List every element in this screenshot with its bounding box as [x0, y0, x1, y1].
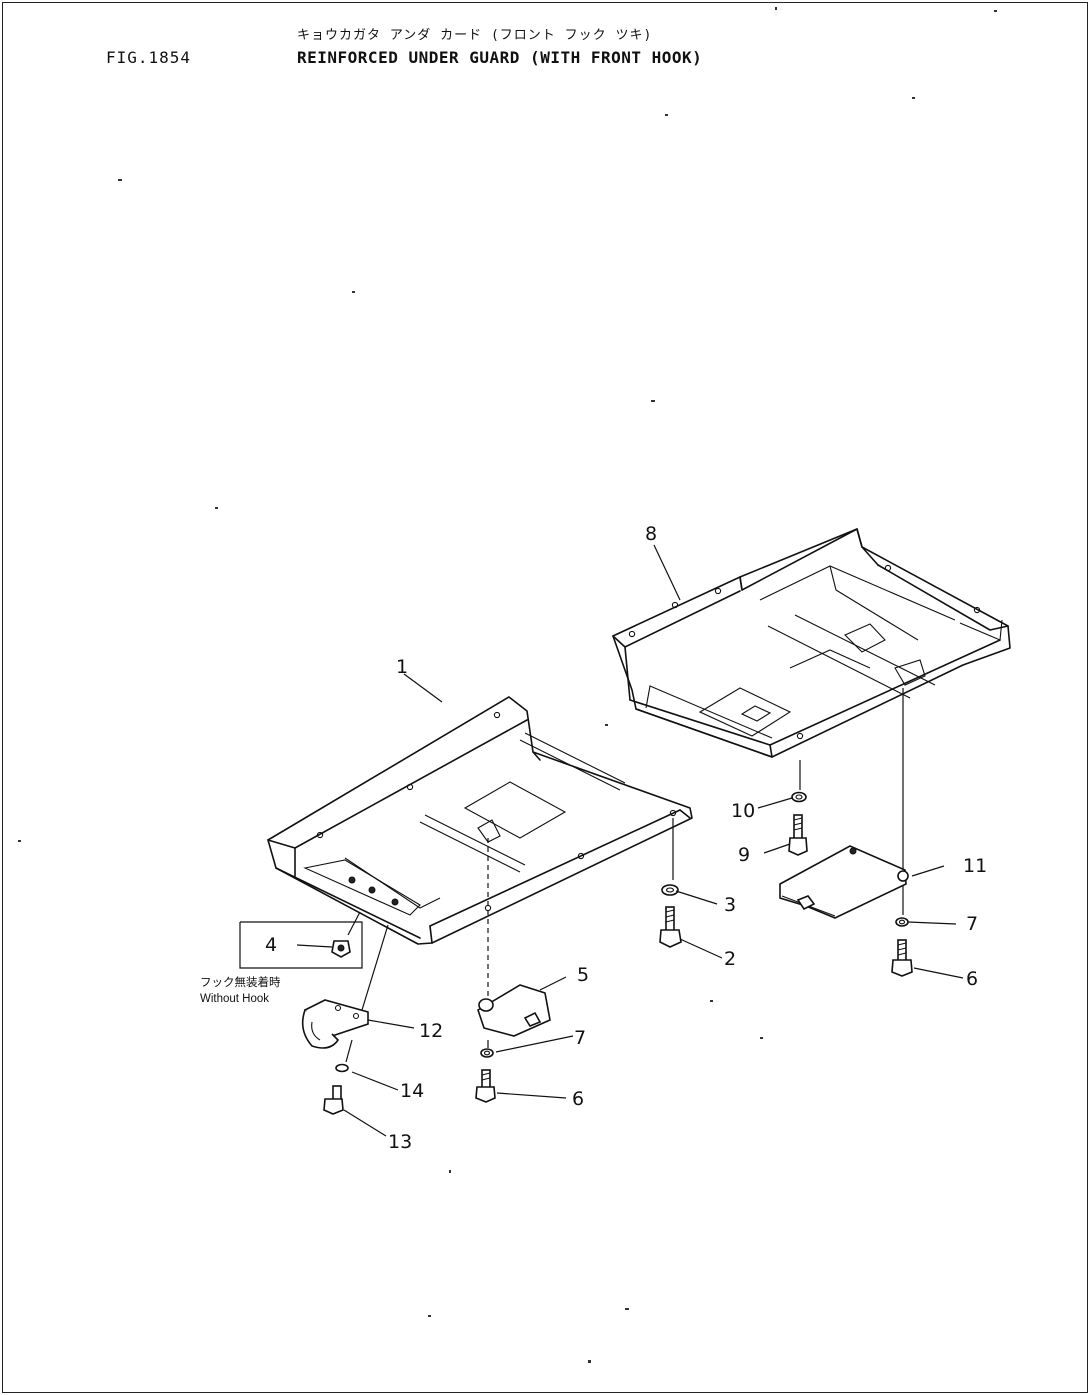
callout-12: 12 [419, 1020, 443, 1042]
part-11-cover-plate [779, 845, 909, 919]
without-hook-note-japanese: フック無装着時 [200, 975, 281, 989]
callout-numbers: 1 2 3 4 5 6 6 7 7 8 9 10 11 12 13 14 [265, 523, 987, 1153]
figure-number: FIG.1854 [106, 48, 192, 67]
scan-specks [18, 7, 997, 1363]
part-2-bolt [659, 906, 682, 948]
callout-13: 13 [388, 1131, 412, 1153]
callout-4: 4 [265, 934, 277, 956]
callout-11: 11 [963, 855, 987, 877]
callout-14: 14 [400, 1080, 424, 1102]
part-6-bolt-left [475, 1069, 496, 1103]
callout-5: 5 [577, 964, 589, 986]
callout-7-right: 7 [966, 913, 978, 935]
part-13-bolt [323, 1085, 344, 1115]
callout-2: 2 [724, 948, 736, 970]
title-japanese: キョウカガタ アンダ カード (フロント フック ツキ) [297, 28, 653, 43]
part-8-rear-under-guard [612, 528, 1011, 758]
without-hook-inset: フック無装着時 Without Hook [200, 921, 363, 1005]
part-12-hook [301, 999, 369, 1049]
callout-6-right: 6 [966, 968, 978, 990]
callout-3: 3 [724, 894, 736, 916]
without-hook-note-english: Without Hook [200, 993, 269, 1005]
part-9-bolt [788, 814, 808, 856]
callout-1: 1 [396, 656, 408, 678]
part-7-washer-left [480, 1048, 494, 1058]
callout-9: 9 [738, 844, 750, 866]
part-14-washer [335, 1063, 349, 1073]
part-3-washer [661, 884, 679, 896]
part-6-bolt [891, 939, 913, 977]
callout-8: 8 [645, 523, 657, 545]
callout-10: 10 [731, 800, 755, 822]
callout-7-left: 7 [574, 1027, 586, 1049]
part-4-nut [331, 940, 351, 958]
callout-6-left: 6 [572, 1088, 584, 1110]
part-10-washer [791, 791, 807, 803]
part-7-washer [895, 917, 909, 927]
callout-leaders [296, 544, 964, 1137]
part-1-front-under-guard [267, 696, 693, 945]
assembly-lines [345, 688, 904, 1063]
part-5-cover-plate [477, 984, 551, 1037]
title-english: REINFORCED UNDER GUARD (WITH FRONT HOOK) [297, 48, 703, 67]
